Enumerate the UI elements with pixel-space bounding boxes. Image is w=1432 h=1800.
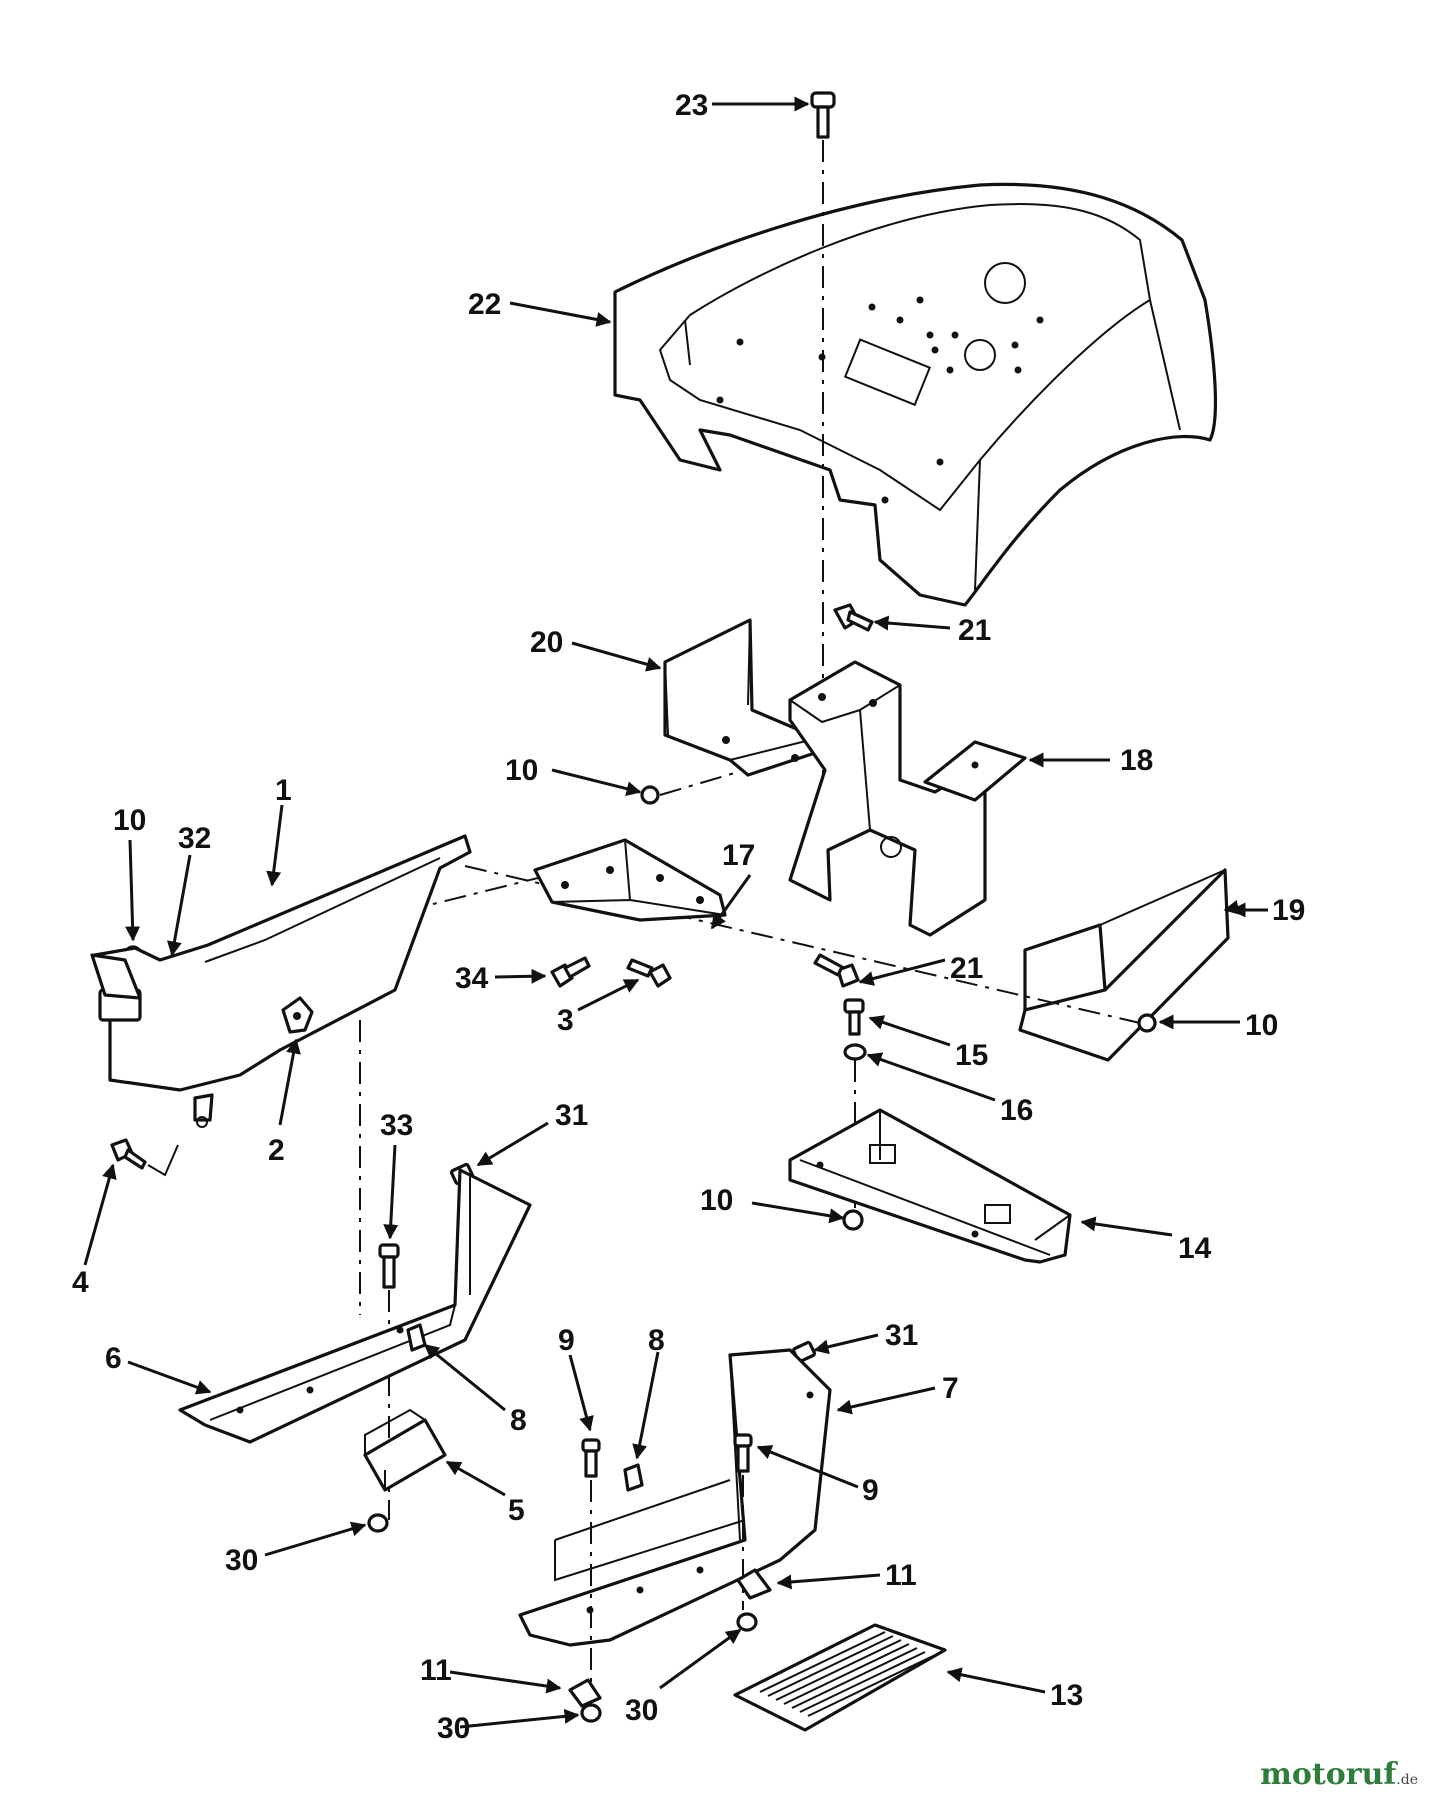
bolt-part-34 bbox=[550, 956, 591, 988]
bracket-part-5 bbox=[363, 1408, 447, 1492]
callout-1: 1 bbox=[275, 774, 292, 807]
callout-7: 7 bbox=[942, 1372, 959, 1405]
callout-21-upper: 21 bbox=[958, 614, 991, 647]
callout-31-lower: 31 bbox=[885, 1319, 918, 1352]
bolt-part-33 bbox=[378, 1243, 400, 1289]
plate-part-19 bbox=[1018, 868, 1230, 1062]
nut-part-30-left bbox=[367, 1513, 389, 1533]
bolt-part-21-lower bbox=[813, 953, 860, 988]
callout-10-right: 10 bbox=[1245, 1009, 1278, 1042]
watermark-tld: .de bbox=[1396, 1772, 1418, 1788]
clip-part-11-left bbox=[568, 1678, 602, 1708]
callout-30-mid: 30 bbox=[625, 1694, 658, 1727]
callout-9-left: 9 bbox=[558, 1324, 575, 1357]
callout-15: 15 bbox=[955, 1039, 988, 1072]
callout-2: 2 bbox=[268, 1134, 285, 1167]
assembly-line-10 bbox=[659, 771, 739, 796]
shield-part-1 bbox=[90, 834, 472, 1128]
watermark-main: motoruf bbox=[1260, 1757, 1397, 1792]
callout-8-upper: 8 bbox=[510, 1404, 527, 1437]
nut-part-10-right bbox=[1137, 1013, 1157, 1033]
footrest-part-6 bbox=[178, 1168, 532, 1444]
callout-4: 4 bbox=[72, 1266, 89, 1299]
watermark-logo: motoruf.de bbox=[1260, 1757, 1418, 1792]
callout-11-left: 11 bbox=[420, 1654, 452, 1687]
footrest-part-7 bbox=[518, 1348, 832, 1647]
callout-30-left: 30 bbox=[225, 1544, 258, 1577]
nut-part-10-upper bbox=[640, 785, 660, 805]
callout-10-left: 10 bbox=[113, 804, 146, 837]
callout-labels: 23 22 21 20 18 10 10 32 1 17 19 21 34 3 … bbox=[72, 89, 1305, 1745]
fender-pan-part-22 bbox=[613, 182, 1218, 607]
callout-5: 5 bbox=[508, 1494, 525, 1527]
callout-16: 16 bbox=[1000, 1094, 1033, 1127]
callout-30-bottom: 30 bbox=[437, 1712, 470, 1745]
bolt-part-4 bbox=[110, 1138, 179, 1177]
callout-13: 13 bbox=[1050, 1679, 1083, 1712]
bolt-part-21-upper bbox=[833, 603, 874, 632]
callout-10-upper: 10 bbox=[505, 754, 538, 787]
callout-23: 23 bbox=[675, 89, 708, 122]
nut-part-10-lower bbox=[842, 1209, 864, 1231]
bracket-part-20 bbox=[663, 618, 820, 777]
nut-part-30-mid bbox=[736, 1612, 758, 1632]
bracket-part-18 bbox=[923, 740, 1027, 802]
callout-14: 14 bbox=[1178, 1232, 1212, 1265]
bushing-part-2 bbox=[281, 996, 314, 1034]
callout-22: 22 bbox=[468, 288, 501, 321]
rail-part-14 bbox=[788, 1108, 1072, 1264]
callout-3: 3 bbox=[557, 1004, 574, 1037]
callout-32: 32 bbox=[178, 822, 211, 855]
callout-31-upper: 31 bbox=[555, 1099, 588, 1132]
clip-part-11-right bbox=[736, 1568, 772, 1600]
callout-19: 19 bbox=[1272, 894, 1305, 927]
nut-part-30-bottom bbox=[580, 1703, 602, 1723]
callout-11-right: 11 bbox=[885, 1559, 917, 1592]
callout-6: 6 bbox=[105, 1342, 122, 1375]
callout-18: 18 bbox=[1120, 744, 1153, 777]
bolt-part-9-left bbox=[581, 1438, 601, 1478]
callout-8-lower: 8 bbox=[648, 1324, 665, 1357]
bolt-part-23 bbox=[810, 91, 836, 139]
clip-part-8-lower bbox=[623, 1463, 644, 1492]
clip-part-8-upper bbox=[406, 1323, 427, 1352]
callout-34: 34 bbox=[455, 962, 489, 995]
center-support-bracket bbox=[788, 660, 987, 937]
callout-arrows bbox=[83, 96, 1268, 1729]
callout-33: 33 bbox=[380, 1109, 413, 1142]
callout-21-lower: 21 bbox=[950, 952, 983, 985]
washer-part-16 bbox=[843, 1043, 867, 1061]
callout-20: 20 bbox=[530, 626, 563, 659]
bolt-part-3 bbox=[626, 958, 672, 988]
mat-part-13 bbox=[733, 1623, 947, 1732]
bolt-part-15 bbox=[843, 998, 865, 1036]
callout-17: 17 bbox=[722, 839, 755, 872]
bolt-part-9-right bbox=[733, 1433, 753, 1473]
callout-10-lower: 10 bbox=[700, 1184, 733, 1217]
callout-9-right: 9 bbox=[862, 1474, 879, 1507]
angle-bracket-part-17 bbox=[533, 838, 727, 922]
